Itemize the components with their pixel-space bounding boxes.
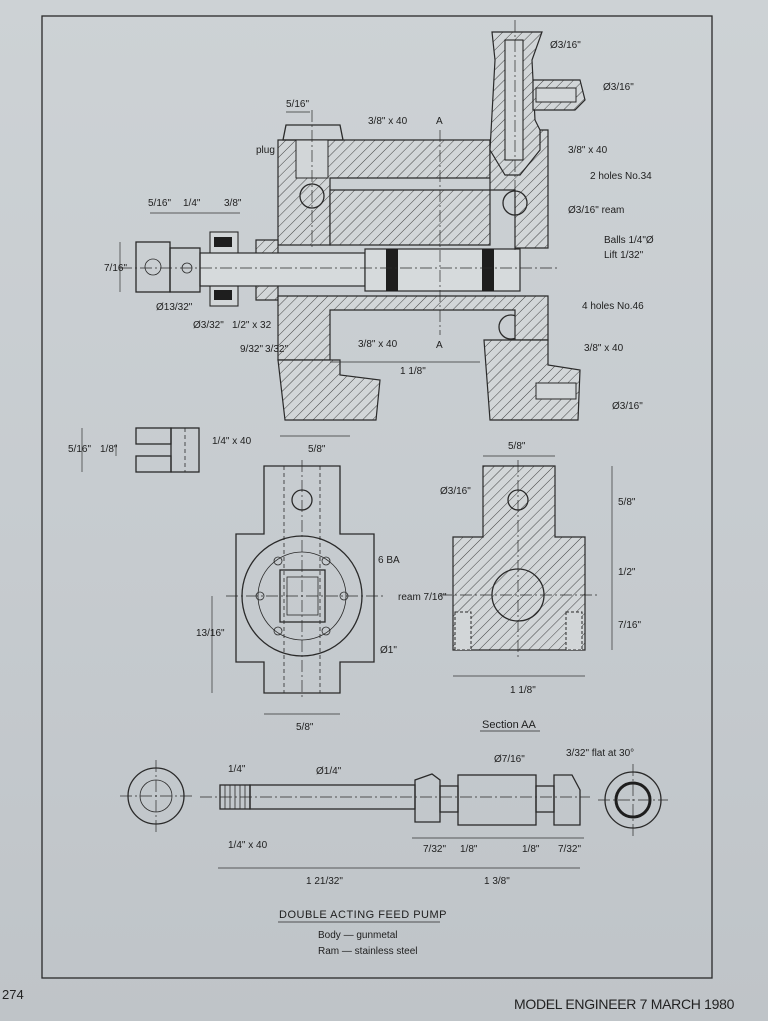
sec-ream: ream 7/16" xyxy=(398,592,447,603)
sec-bore: Ø3/16" xyxy=(440,486,471,497)
section-aa-label: Section AA xyxy=(482,719,536,731)
nut-height: 1/8" xyxy=(100,444,118,455)
nut-width: 5/16" xyxy=(68,444,91,455)
section-marker-a-bottom: A xyxy=(436,340,443,351)
material-body: Body — gunmetal xyxy=(318,930,398,941)
label-holes-34: 2 holes No.34 xyxy=(590,171,652,182)
sec-h1: 5/8" xyxy=(618,497,636,508)
label-ream: Ø3/16" ream xyxy=(568,205,624,216)
label-holes-46: 4 holes No.46 xyxy=(582,301,644,312)
magazine-footer: MODEL ENGINEER 7 MARCH 1980 xyxy=(514,996,735,1012)
dim-5-8-body: 5/8" xyxy=(308,444,326,455)
sec-width-bottom: 1 1/8" xyxy=(510,685,536,696)
dim-5-16-left: 5/16" xyxy=(148,198,171,209)
ram-dia-1-4: Ø1/4" xyxy=(316,766,342,777)
pump-cross-section xyxy=(120,20,586,421)
label-lift: Lift 1/32" xyxy=(604,250,644,261)
sec-h3: 7/16" xyxy=(618,620,641,631)
dim-13-32: Ø13/32" xyxy=(156,302,193,313)
front-view xyxy=(211,460,384,715)
section-aa-view xyxy=(440,455,613,677)
drawing-border xyxy=(41,15,713,979)
dim-5-16-top: 5/16" xyxy=(286,99,309,110)
sec-width: 5/8" xyxy=(508,441,526,452)
dim-3-32b: 3/32" xyxy=(265,344,288,355)
label-thread-top-left: 3/8" x 40 xyxy=(368,116,408,127)
ram-1-4: 1/4" xyxy=(228,764,246,775)
ram-dia-7-16: Ø7/16" xyxy=(494,754,525,765)
label-6ba: 6 BA xyxy=(378,555,400,566)
ram-detail xyxy=(120,760,668,869)
label-bore-top: Ø3/16" xyxy=(550,40,581,51)
nut-detail xyxy=(81,427,200,473)
ram-1-8b: 1/8" xyxy=(522,844,540,855)
dim-3-32: Ø3/32" xyxy=(193,320,224,331)
material-ram: Ram — stainless steel xyxy=(318,946,417,957)
dim-7-16: 7/16" xyxy=(104,263,127,274)
ram-7-32b: 7/32" xyxy=(558,844,581,855)
dim-9-32: 9/32" xyxy=(240,344,263,355)
label-outlet: Ø3/16" xyxy=(603,82,634,93)
label-bot-outlet: Ø3/16" xyxy=(612,401,643,412)
ram-len-1: 1 21/32" xyxy=(306,876,343,887)
dim-13-16: 13/16" xyxy=(196,628,225,639)
ram-flat: 3/32" flat at 30° xyxy=(566,748,634,759)
ram-7-32a: 7/32" xyxy=(423,844,446,855)
label-balls: Balls 1/4"Ø xyxy=(604,235,654,246)
label-thread-bot-left: 3/8" x 40 xyxy=(358,339,398,350)
ram-1-8a: 1/8" xyxy=(460,844,478,855)
dim-3-8: 3/8" xyxy=(224,198,242,209)
drawing-title: DOUBLE ACTING FEED PUMP xyxy=(279,909,447,921)
dim-5-8-front: 5/8" xyxy=(296,722,314,733)
label-plug: plug xyxy=(256,145,275,156)
page-number: 274 xyxy=(2,987,24,1002)
sec-h2: 1/2" xyxy=(618,567,636,578)
dim-half-32: 1/2" x 32 xyxy=(232,320,272,331)
dim-1-1-8: 1 1/8" xyxy=(400,366,426,377)
label-thread-top-right: 3/8" x 40 xyxy=(568,145,608,156)
ram-thread: 1/4" x 40 xyxy=(228,840,268,851)
ram-len-2: 1 3/8" xyxy=(484,876,510,887)
label-thread-bot-right: 3/8" x 40 xyxy=(584,343,624,354)
dim-1-4: 1/4" xyxy=(183,198,201,209)
section-marker-a-top: A xyxy=(436,116,443,127)
nut-thread: 1/4" x 40 xyxy=(212,436,252,447)
label-dia-1: Ø1" xyxy=(380,645,397,656)
